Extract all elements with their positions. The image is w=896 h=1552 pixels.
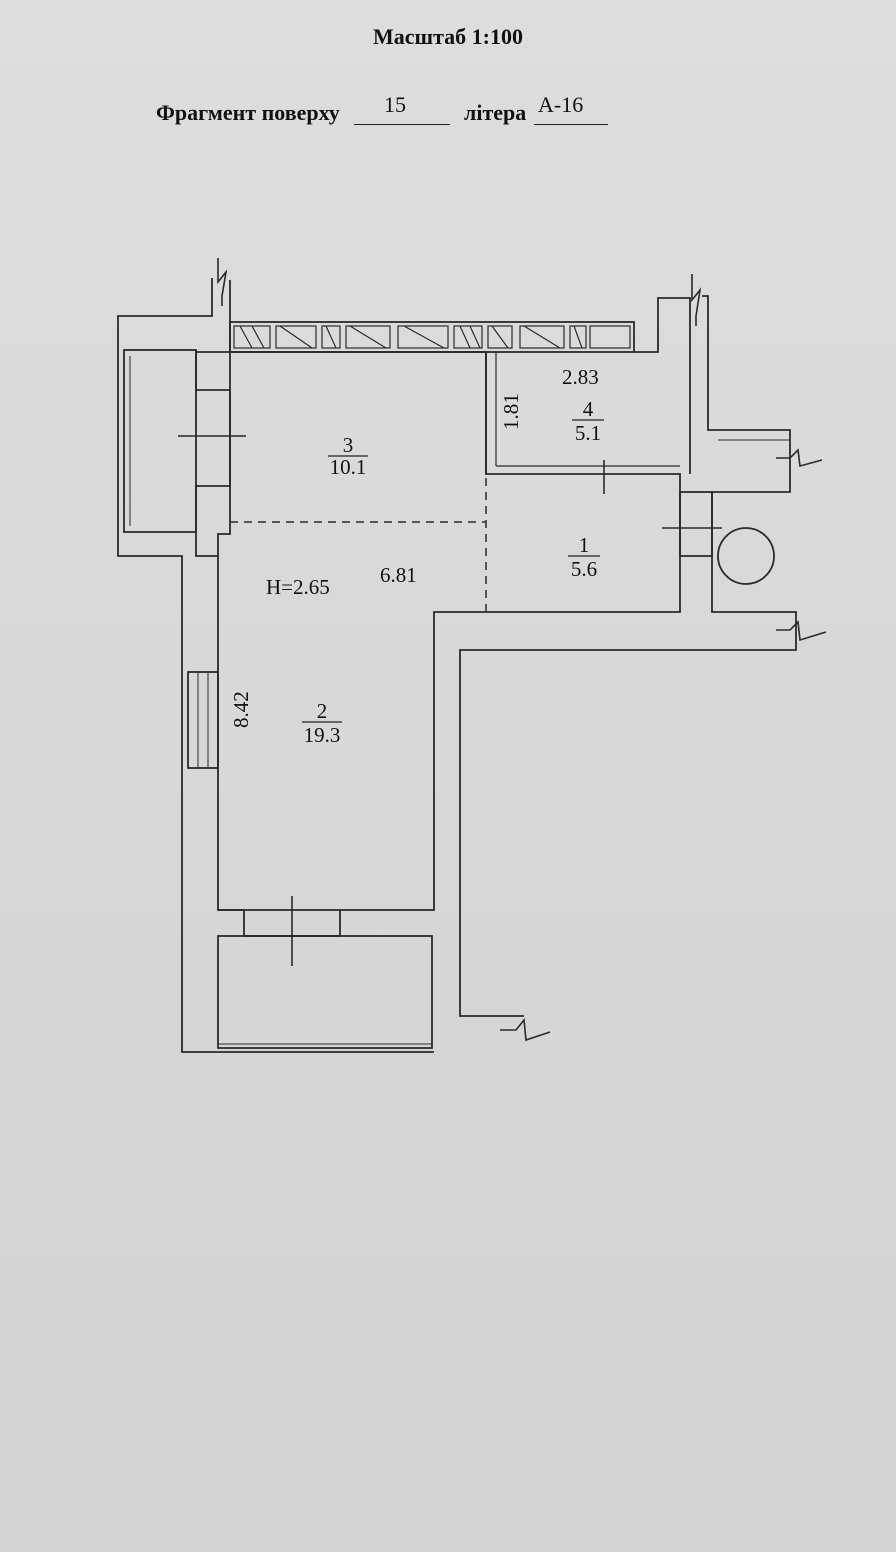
room4-number: 4	[583, 397, 594, 421]
dim-room4-depth: 1.81	[499, 393, 523, 430]
dim-main-width: 6.81	[380, 563, 417, 587]
room4-area: 5.1	[575, 421, 601, 445]
break-mark-top-left	[217, 258, 228, 306]
top-wall	[229, 321, 635, 353]
fragment-label: Фрагмент поверху	[156, 100, 340, 125]
ceiling-height: Н=2.65	[266, 575, 330, 599]
right-block	[679, 491, 713, 557]
bottom-balcony	[217, 935, 433, 1049]
room2-area: 19.3	[304, 723, 341, 747]
left-window	[187, 671, 219, 769]
room1-number: 1	[579, 533, 590, 557]
litera-underline	[534, 124, 608, 125]
break-mark-bottom	[500, 1017, 551, 1042]
dim-main-length: 8.42	[229, 691, 253, 728]
room1-area: 5.6	[571, 557, 597, 581]
vent-circle	[717, 527, 775, 585]
top-right-wall	[634, 297, 691, 474]
room3-area: 10.1	[330, 455, 367, 479]
dim-room4-width: 2.83	[562, 365, 599, 389]
main-room-wall	[217, 351, 681, 911]
room3-number: 3	[343, 433, 354, 457]
bottom-balcony-wall	[218, 909, 341, 937]
break-mark-right-upper	[776, 448, 823, 468]
floor-value: 15	[384, 92, 406, 117]
left-balcony	[123, 349, 197, 533]
litera-value: А-16	[538, 92, 584, 117]
break-mark-top-right	[691, 274, 702, 326]
floor-underline	[354, 124, 450, 125]
break-mark-right-lower	[776, 620, 827, 642]
top-wall-hatching	[233, 325, 631, 349]
room2-number: 2	[317, 699, 328, 723]
scale-title: Масштаб 1:100	[372, 24, 523, 49]
litera-label: літера	[464, 100, 527, 125]
left-wall-inner	[195, 280, 231, 557]
left-outer-wall	[117, 278, 434, 1053]
